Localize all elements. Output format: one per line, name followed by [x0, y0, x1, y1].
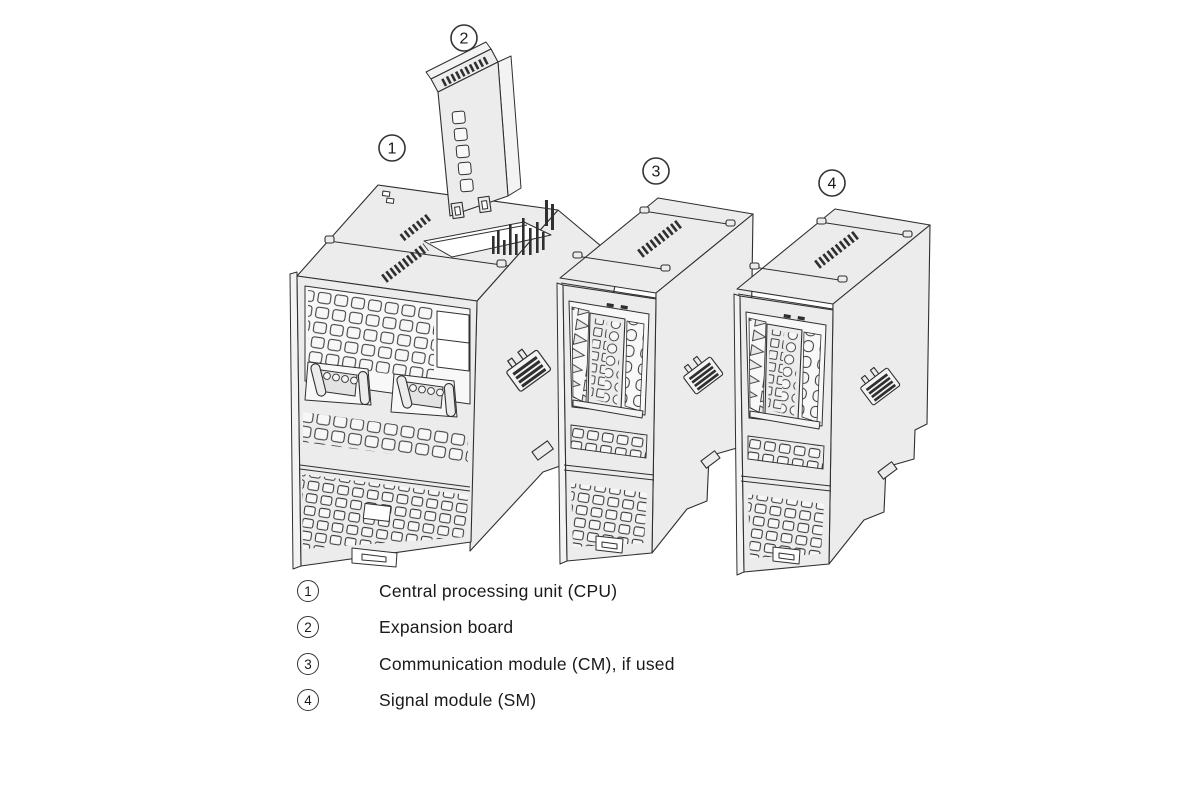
legend-row-cm: 3 Communication module (CM), if used	[297, 652, 675, 676]
cpu-label-hatch	[381, 243, 429, 283]
callout-4: 4	[818, 169, 846, 197]
cpu-terminal-block-left	[304, 361, 372, 406]
cpu-vent-band	[303, 412, 468, 464]
board-foot-left	[450, 201, 465, 220]
callout-2-number: 2	[460, 31, 469, 48]
legend-row-sm: 4 Signal module (SM)	[297, 688, 536, 712]
board-foot-right	[477, 195, 492, 214]
legend-callout-2: 2	[297, 616, 319, 638]
callout-4-number: 4	[828, 176, 837, 193]
cpu-lid-clip-right	[496, 259, 507, 268]
legend-callout-4: 4	[297, 689, 319, 711]
legend-label-expansion-board: Expansion board	[379, 616, 514, 637]
board-label-hatch	[441, 55, 491, 87]
legend-label-cpu: Central processing unit (CPU)	[379, 580, 618, 601]
legend-label-cm: Communication module (CM), if used	[379, 653, 675, 674]
callout-2: 2	[450, 24, 478, 52]
legend-row-expansion-board: 2 Expansion board	[297, 615, 513, 639]
cpu-slot-pins	[492, 200, 554, 255]
legend-callout-1: 1	[297, 580, 319, 602]
callout-1-number: 1	[388, 141, 397, 158]
expansion-board	[425, 41, 522, 220]
legend-label-sm: Signal module (SM)	[379, 689, 537, 710]
legend-row-cpu: 1 Central processing unit (CPU)	[297, 579, 617, 603]
cpu-expansion-slot	[423, 221, 552, 258]
callout-3: 3	[642, 157, 670, 185]
board-vent-column	[451, 110, 474, 193]
cpu-terminal-block-right	[390, 373, 458, 418]
cpu-deck-hatch	[399, 212, 433, 242]
legend-callout-3: 3	[297, 653, 319, 675]
callout-1: 1	[378, 134, 406, 162]
board-front-face	[437, 61, 509, 217]
callout-3-number: 3	[652, 164, 661, 181]
cpu-vent-grid-upper	[308, 290, 434, 380]
cpu-side-tab	[362, 502, 392, 522]
sm-module	[734, 209, 930, 575]
cpu-lid-clip-left	[324, 235, 335, 244]
cpu-din-foot	[531, 440, 554, 461]
